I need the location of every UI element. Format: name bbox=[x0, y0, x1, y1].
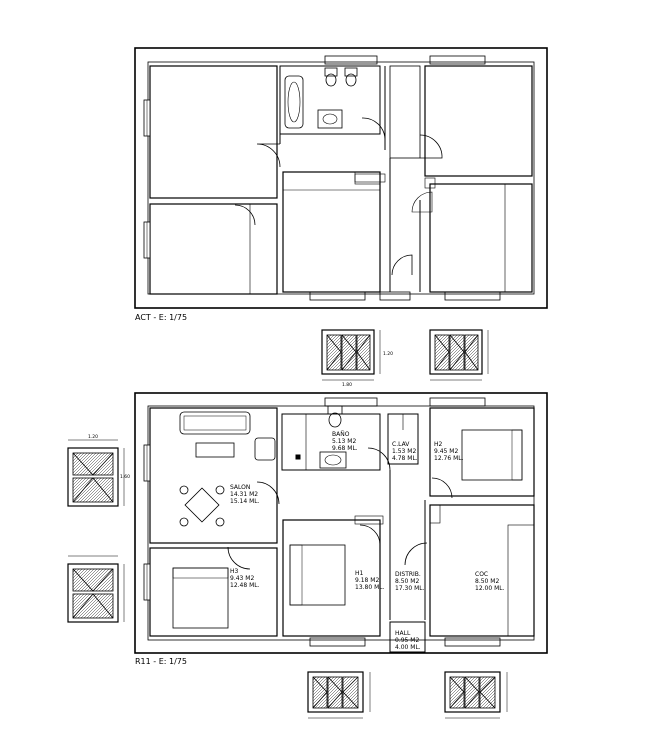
svg-text:12.76 ML.: 12.76 ML. bbox=[434, 455, 464, 462]
window-detail-side-top bbox=[67, 439, 125, 507]
svg-text:DISTRIB.: DISTRIB. bbox=[395, 571, 421, 578]
svg-text:14.31 M2: 14.31 M2 bbox=[230, 491, 258, 498]
r11-bed-h2-icon bbox=[461, 429, 523, 481]
svg-text:9.45 M2: 9.45 M2 bbox=[434, 448, 458, 455]
r11-outer-wall bbox=[134, 392, 548, 654]
svg-text:8.50 M2: 8.50 M2 bbox=[395, 578, 419, 585]
act-bathroom bbox=[279, 65, 381, 135]
room-label-distrib: DISTRIB. 8.50 M2 17.30 ML. bbox=[395, 571, 425, 592]
window-detail-bottom-right bbox=[444, 671, 508, 719]
svg-text:1.53 M2: 1.53 M2 bbox=[392, 448, 416, 455]
r11-room-hall bbox=[389, 621, 426, 653]
act-sink-icon bbox=[317, 109, 343, 129]
act-toilet-icon bbox=[324, 67, 338, 77]
side-window-width-label: 1.20 bbox=[88, 434, 98, 440]
svg-text:15.14 ML.: 15.14 ML. bbox=[230, 498, 260, 505]
window-height-label: 1.20 bbox=[383, 351, 393, 357]
svg-text:9.43 M2: 9.43 M2 bbox=[230, 575, 254, 582]
svg-text:9.18 M2: 9.18 M2 bbox=[355, 577, 379, 584]
window-detail-bottom-left bbox=[307, 671, 371, 719]
r11-bed-h3-icon bbox=[172, 567, 229, 629]
svg-text:4.78 ML.: 4.78 ML. bbox=[392, 455, 418, 462]
r11-dining-table-icon bbox=[179, 485, 225, 527]
act-bathtub-icon bbox=[284, 75, 304, 129]
room-label-coc: COC 8.50 M2 12.00 ML. bbox=[475, 571, 505, 592]
room-label-hall: HALL 0.95 M2 4.00 ML. bbox=[395, 630, 421, 651]
svg-text:SALON: SALON bbox=[230, 484, 250, 491]
svg-text:H3: H3 bbox=[230, 568, 239, 575]
svg-text:4.00 ML.: 4.00 ML. bbox=[395, 644, 421, 651]
plan-act bbox=[134, 47, 548, 309]
act-plan-title: ACT - E: 1/75 bbox=[135, 313, 187, 322]
window-detail-top-right bbox=[429, 329, 489, 381]
act-room-top-right bbox=[424, 65, 533, 177]
window-detail-top-left bbox=[321, 329, 381, 381]
svg-text:H1: H1 bbox=[355, 570, 364, 577]
r11-armchair-icon bbox=[254, 437, 276, 461]
act-room-top-left bbox=[149, 65, 278, 199]
r11-room-h2 bbox=[429, 407, 535, 497]
room-label-h2: H2 9.45 M2 12.76 ML. bbox=[434, 441, 464, 462]
r11-plan-title: R11 - E: 1/75 bbox=[135, 657, 187, 666]
room-label-h1: H1 9.18 M2 13.80 ML. bbox=[355, 570, 385, 591]
svg-text:8.50 M2: 8.50 M2 bbox=[475, 578, 499, 585]
r11-coffee-table-icon bbox=[195, 442, 235, 458]
svg-text:17.30 ML.: 17.30 ML. bbox=[395, 585, 425, 592]
r11-bed-h1-icon bbox=[289, 544, 346, 606]
svg-text:0.95 M2: 0.95 M2 bbox=[395, 637, 419, 644]
window-width-label: 1.80 bbox=[342, 382, 352, 388]
r11-room-h3 bbox=[149, 547, 278, 637]
r11-room-h1 bbox=[282, 519, 381, 637]
r11-room-salon bbox=[149, 407, 278, 544]
room-label-clav: C.LAV 1.53 M2 4.78 ML. bbox=[392, 441, 418, 462]
svg-text:12.48 ML.: 12.48 ML. bbox=[230, 582, 260, 589]
svg-text:BAÑO: BAÑO bbox=[332, 431, 350, 438]
room-label-h3: H3 9.43 M2 12.48 ML. bbox=[230, 568, 260, 589]
r11-sink-icon bbox=[319, 451, 347, 469]
svg-text:12.00 ML.: 12.00 ML. bbox=[475, 585, 505, 592]
svg-text:9.68 ML.: 9.68 ML. bbox=[332, 445, 358, 452]
room-label-salon: SALON 14.31 M2 15.14 ML. bbox=[230, 484, 260, 505]
act-room-bottom-right bbox=[429, 183, 533, 293]
svg-text:HALL: HALL bbox=[395, 630, 411, 637]
act-room-bottom-left bbox=[149, 203, 278, 295]
r11-sofa-icon bbox=[179, 411, 251, 435]
r11-room-bano bbox=[281, 413, 381, 471]
act-outer-wall bbox=[134, 47, 548, 309]
window-detail-side-bottom bbox=[67, 555, 125, 623]
svg-text:COC: COC bbox=[475, 571, 488, 578]
side-window-height-label: 1.60 bbox=[120, 474, 130, 480]
svg-text:C.LAV: C.LAV bbox=[392, 441, 410, 448]
svg-text:H2: H2 bbox=[434, 441, 443, 448]
room-label-bano: BAÑO 5.13 M2 9.68 ML. bbox=[332, 431, 358, 452]
plan-r11 bbox=[134, 392, 548, 654]
svg-text:13.80 ML.: 13.80 ML. bbox=[355, 584, 385, 591]
svg-text:5.13 M2: 5.13 M2 bbox=[332, 438, 356, 445]
